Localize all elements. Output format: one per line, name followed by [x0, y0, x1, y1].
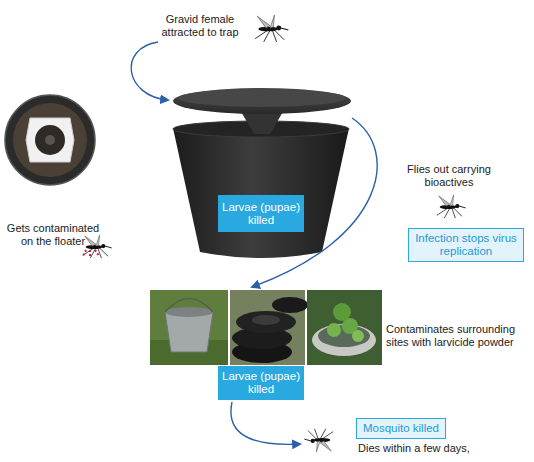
result-box: Larvae (pupae) killed	[218, 195, 304, 232]
plant-pot-photo	[307, 290, 382, 365]
floater-hub	[45, 135, 55, 145]
annotation-text: Dies within a few days,	[358, 442, 508, 455]
result-box: Infection stops virus replication	[408, 228, 524, 262]
result-box: Mosquito killed	[356, 418, 446, 439]
result-box: Larvae (pupae) killed	[218, 366, 304, 400]
annotation-text: Flies out carrying bioactives	[393, 163, 505, 189]
trap-lid	[173, 88, 351, 114]
box-text: Mosquito killed	[363, 422, 439, 435]
box-text: Larvae (pupae) killed	[218, 370, 304, 396]
flow-arrow	[231, 402, 300, 444]
bucket-photo	[150, 290, 228, 365]
mosquito-icon	[437, 195, 466, 218]
floater-centre	[35, 125, 65, 155]
trap-pot	[173, 128, 349, 258]
trap-lid-top	[178, 89, 346, 107]
box-text: Larvae (pupae) killed	[218, 201, 304, 227]
tyres-photo	[230, 290, 308, 365]
floater-soil	[13, 103, 87, 177]
mosquito-icon	[255, 15, 288, 42]
flow-arrow	[131, 42, 168, 100]
annotation-text: Contaminates surrounding sites with larv…	[386, 323, 532, 349]
annotation-text: Gravid female attracted to trap	[150, 13, 250, 39]
box-text: Infection stops virus replication	[409, 232, 523, 258]
contaminated-mosquito	[83, 235, 112, 258]
floater-photo	[5, 95, 95, 185]
annotation-text: Gets contaminated on the floater	[0, 222, 106, 248]
floater	[26, 118, 74, 162]
dead-mosquito	[304, 429, 333, 452]
